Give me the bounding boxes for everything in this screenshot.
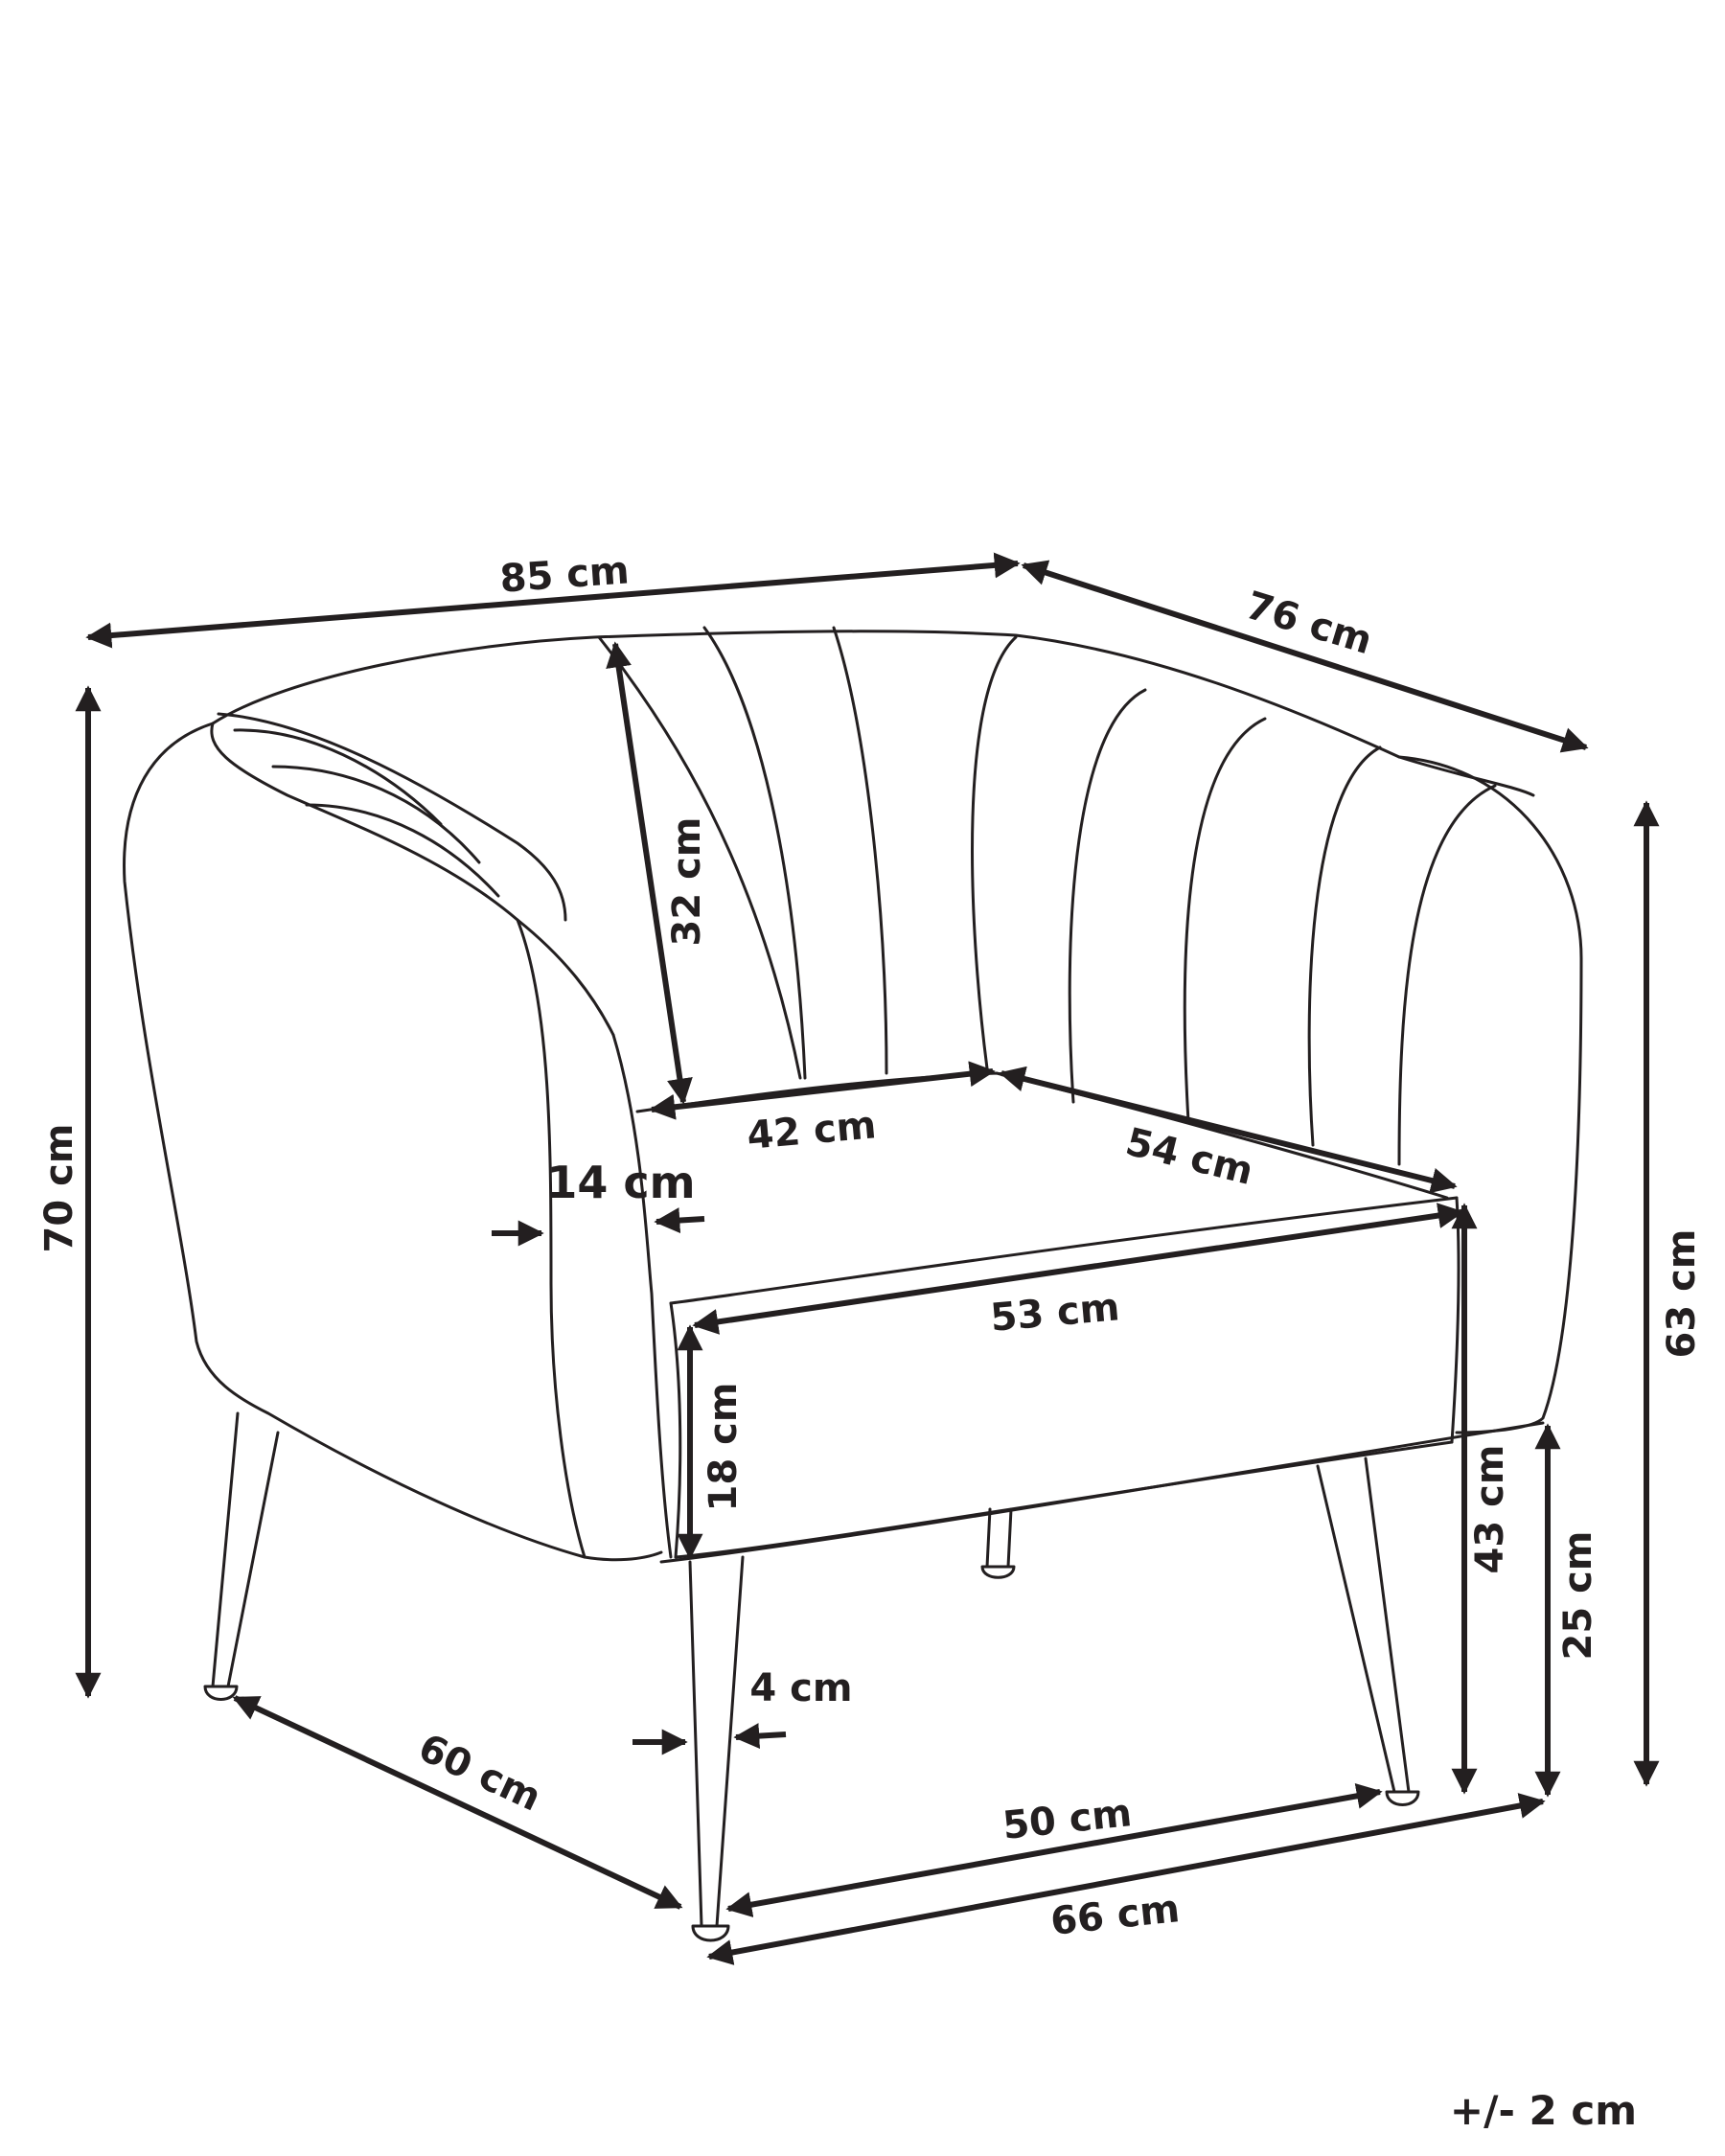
label-height-total: 70 cm <box>37 1124 81 1253</box>
back-channel-7 <box>1307 745 1382 1147</box>
back-channel-4 <box>971 635 1018 1070</box>
arrow-seat-depth <box>999 1066 1458 1194</box>
left-inner-tuft-2 <box>271 765 481 864</box>
seat-front-left <box>669 1301 682 1559</box>
armchair-drawing <box>123 626 1583 1942</box>
seat-front-right <box>1450 1196 1460 1444</box>
leg-front-left <box>688 1555 745 1928</box>
left-inner-tuft-1 <box>233 728 443 826</box>
label-backrest-height: 32 cm <box>665 817 709 947</box>
back-channel-3 <box>832 626 888 1075</box>
arrow-backrest-height <box>606 641 693 1105</box>
label-seat-height: 43 cm <box>1468 1445 1512 1574</box>
label-depth-total: 76 cm <box>1241 584 1378 663</box>
left-inner-tuft-3 <box>305 803 500 898</box>
back-channel-6 <box>1183 717 1267 1123</box>
label-base-width: 66 cm <box>1048 1887 1182 1944</box>
arrow-seat-width-front <box>692 1203 1464 1335</box>
left-arm-inner-rim-2 <box>217 712 567 922</box>
label-height-back: 63 cm <box>1660 1229 1704 1359</box>
label-seat-cushion-height: 18 cm <box>702 1383 746 1512</box>
left-arm-front-face <box>516 918 586 1559</box>
label-leg-thickness: 4 cm <box>749 1666 852 1710</box>
back-top-rim <box>211 630 1535 797</box>
label-leg-spread-side: 60 cm <box>412 1726 548 1821</box>
left-arm-inner-rim <box>210 722 615 1037</box>
leg-front-right-foot <box>1385 1790 1420 1806</box>
base-band <box>659 1421 1545 1564</box>
label-seat-width-front: 53 cm <box>989 1285 1121 1341</box>
back-channel-2 <box>702 626 807 1080</box>
leg-back-right <box>985 1507 1013 1569</box>
leg-front-left-foot <box>691 1924 730 1942</box>
label-armrest-width: 14 cm <box>546 1157 695 1208</box>
tolerance-note: +/- 2 cm <box>1450 2087 1637 2134</box>
arrow-depth-total <box>1021 560 1589 753</box>
arrow-armrest-right <box>654 1207 705 1234</box>
dimension-arrows <box>75 552 1660 1965</box>
arrow-base-width <box>706 1793 1546 1965</box>
arrow-leg-thickness-right <box>733 1723 787 1750</box>
right-arm-outer <box>1397 755 1583 1434</box>
arrow-leg-spread-side <box>232 1695 683 1910</box>
label-leg-height: 25 cm <box>1556 1531 1600 1661</box>
arrow-seat-width-back <box>649 1061 996 1120</box>
back-channel-5 <box>1068 688 1147 1104</box>
leg-front-right <box>1316 1456 1411 1794</box>
left-arm-front-edge <box>611 1033 673 1559</box>
label-width-total: 85 cm <box>498 548 631 601</box>
dimension-labels: 85 cm 76 cm 70 cm 63 cm 32 cm 42 cm 54 c… <box>37 548 1704 2134</box>
back-channel-8 <box>1397 784 1497 1166</box>
arrow-width-total <box>85 552 1021 649</box>
label-seat-width-back: 42 cm <box>746 1103 878 1158</box>
left-arm-outer <box>123 722 663 1562</box>
leg-back-left-foot <box>203 1685 239 1701</box>
seat-front-top <box>669 1196 1459 1305</box>
leg-back-right-foot <box>980 1565 1016 1579</box>
leg-back-left <box>211 1411 280 1688</box>
